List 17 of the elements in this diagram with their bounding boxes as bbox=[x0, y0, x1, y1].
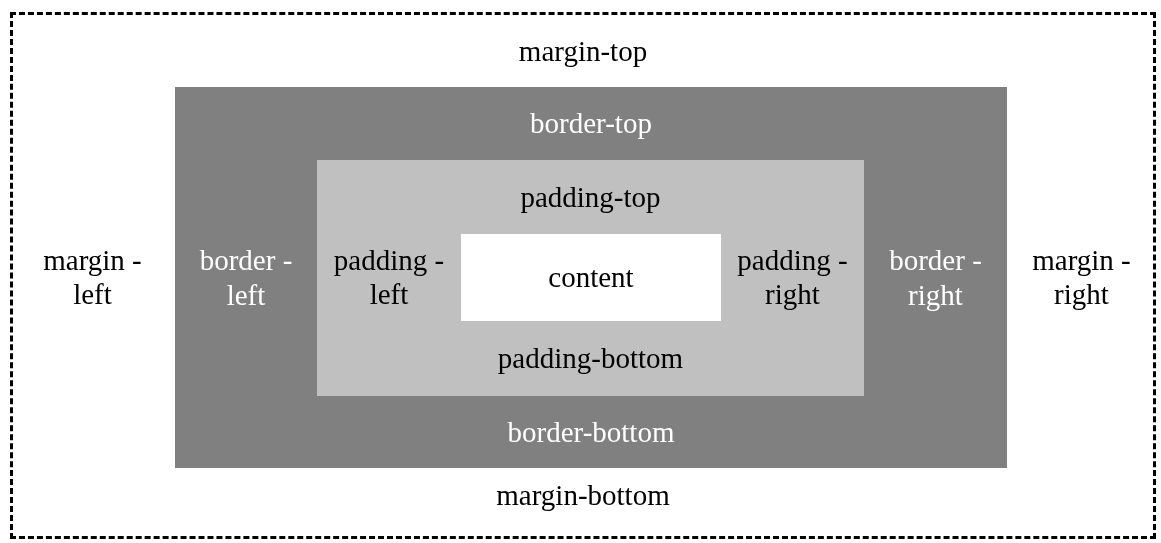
content-area bbox=[461, 234, 721, 321]
margin-label: margin-bottom bbox=[495, 478, 671, 513]
border-label: border-top bbox=[529, 106, 653, 141]
border-label: border -right bbox=[888, 243, 983, 313]
border-label: border -left bbox=[198, 243, 294, 313]
margin-label: margin-top bbox=[517, 34, 649, 69]
border-label: border-bottom bbox=[506, 414, 676, 450]
padding-label: padding -left bbox=[332, 242, 446, 313]
margin-label: margin -right bbox=[1031, 242, 1132, 313]
content-label: content bbox=[547, 260, 635, 295]
padding-label: padding-bottom bbox=[496, 341, 685, 376]
padding-label: padding-top bbox=[519, 179, 662, 215]
margin-area bbox=[10, 12, 1156, 539]
padding-area bbox=[317, 160, 864, 396]
border-area bbox=[175, 87, 1007, 468]
margin-label: margin -left bbox=[42, 242, 143, 313]
padding-label: padding -right bbox=[736, 242, 849, 313]
